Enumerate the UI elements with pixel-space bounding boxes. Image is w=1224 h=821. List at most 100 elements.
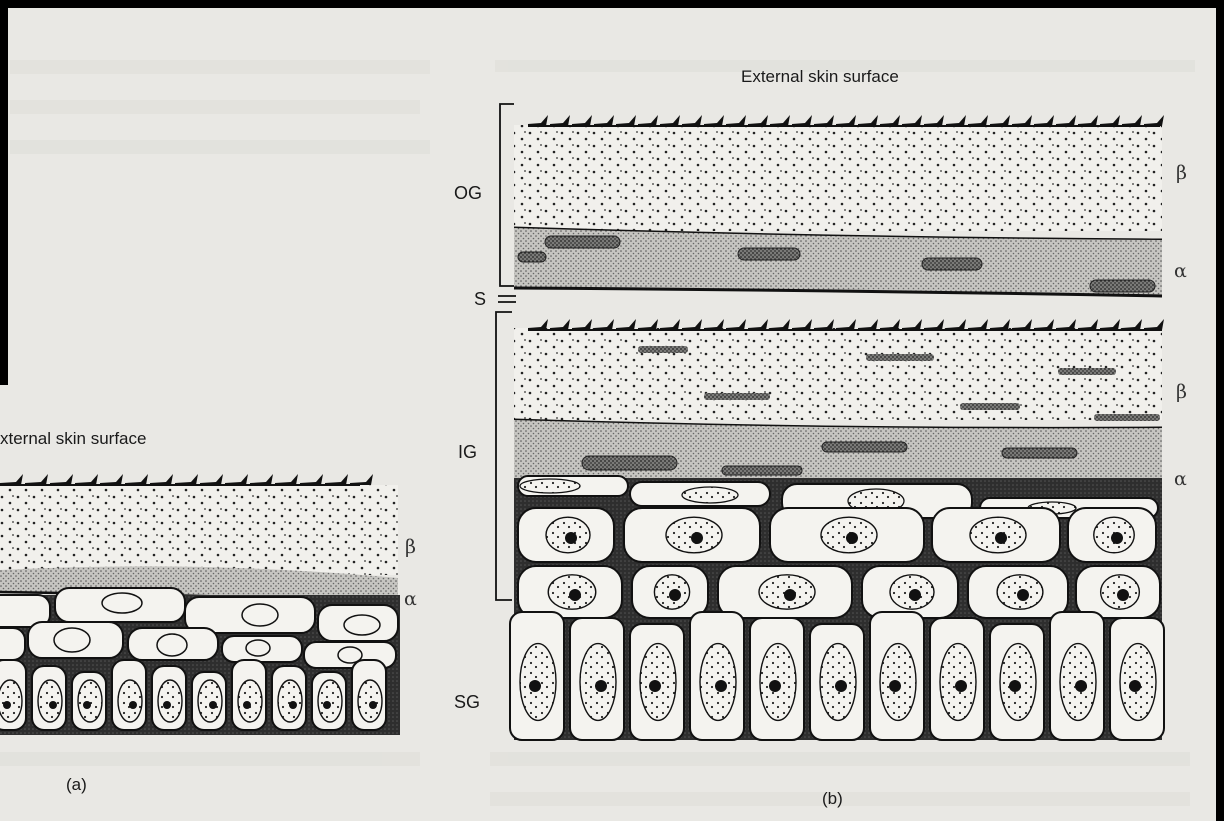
nucleolus [1075,680,1087,692]
nucleolus [1009,680,1021,692]
surface-spike [814,319,834,330]
cell-nucleus [318,680,342,722]
ig-label: IG [458,443,477,461]
surface-spike [902,115,922,126]
surface-spike [572,319,592,330]
nucleolus [243,701,251,709]
surface-spike [924,319,944,330]
surface-spike [968,319,988,330]
panel-b-label: (b) [822,790,843,807]
surface-spike [726,115,746,126]
nucleolus [129,701,137,709]
nucleolus [835,680,847,692]
surface-spike [638,319,658,330]
surface-spike [1078,115,1098,126]
surface-spike [946,319,966,330]
surface-spike [1122,115,1142,126]
surface-spike [25,474,48,485]
cell-nucleus [38,680,62,722]
nucleolus [1129,680,1141,692]
surface-spike [1034,319,1054,330]
cell-nucleus [198,680,222,722]
cell-nucleus [0,680,22,722]
cell-nucleus [78,680,102,722]
surface-spike [748,115,768,126]
surface-spike [880,319,900,330]
surface-spike [1034,115,1054,126]
surface-spike [814,115,834,126]
surface-spike [682,319,702,330]
surface-spike [528,319,548,330]
cell-nucleus [238,680,262,722]
nucleolus [163,701,171,709]
nucleolus [369,701,377,709]
nucleolus [889,680,901,692]
s-label: S [474,290,486,308]
black-frame-top [0,0,1224,8]
surface-spike [968,115,988,126]
nucleolus [691,532,703,544]
surface-spike [550,319,570,330]
nucleolus [3,701,11,709]
surface-spike [1012,319,1032,330]
nucleolus [995,532,1007,544]
og-bracket [500,104,514,286]
nucleolus [595,680,607,692]
surface-spike [1056,319,1076,330]
surface-spike [1100,115,1120,126]
surface-spike [704,115,724,126]
surface-spike [528,115,548,126]
surface-spike [748,319,768,330]
surface-spike [770,115,790,126]
nucleolus [846,532,858,544]
surface-spike [946,115,966,126]
og-surface-spikes [528,115,1164,126]
og-label: OG [454,184,482,202]
panel-b-surface-label: External skin surface [741,68,899,85]
surface-spike [1144,319,1164,330]
surface-spike [858,115,878,126]
nucleolus [569,589,581,601]
cell-nucleus [358,680,382,722]
black-frame-right [1216,0,1224,821]
surface-spike [638,115,658,126]
surface-spike [836,115,856,126]
surface-spike [616,115,636,126]
og-beta-label: β [1176,164,1187,183]
surface-spike [924,115,944,126]
nucleolus [649,680,661,692]
surface-spike [300,474,323,485]
surface-spike [1078,319,1098,330]
panel-a-label: (a) [66,776,87,793]
nucleolus [715,680,727,692]
surface-spike [350,474,373,485]
sg-label: SG [454,693,480,711]
surface-spike [50,474,73,485]
og-alpha-label: α [1174,262,1187,281]
surface-spike [1144,115,1164,126]
ig-bracket [496,312,512,600]
ig-alpha-label: α [1174,470,1187,489]
nucleolus [323,701,331,709]
surface-spike [704,319,724,330]
panel-a-alpha-label: α [404,590,417,609]
surface-spike [150,474,173,485]
nucleolus [1111,532,1123,544]
surface-spike [1100,319,1120,330]
nucleolus [909,589,921,601]
nucleolus [1017,589,1029,601]
cell-nucleus [278,680,302,722]
nucleolus [49,701,57,709]
surface-spike [660,115,680,126]
panel-a-surface-spikes [0,474,373,485]
surface-spike [550,115,570,126]
surface-spike [990,115,1010,126]
surface-spike [726,319,746,330]
panel-a-diagram [0,474,400,735]
surface-spike [858,319,878,330]
nucleolus [529,680,541,692]
surface-spike [836,319,856,330]
surface-spike [200,474,223,485]
surface-spike [250,474,273,485]
